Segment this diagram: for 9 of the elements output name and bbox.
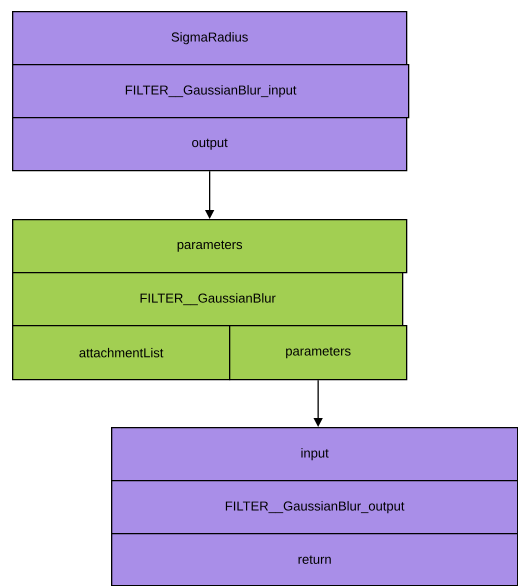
table-cell: input [111,427,518,482]
table-cell: SigmaRadius [12,11,408,66]
table-cell: output [12,117,408,172]
table-cell: return [111,533,518,586]
table-cell: parameters [229,325,408,380]
table-cell: FILTER__GaussianBlur_output [111,480,518,534]
table-cell: attachmentList [12,325,230,380]
table-cell: FILTER__GaussianBlur_input [12,64,410,118]
table-cell: parameters [12,219,408,274]
